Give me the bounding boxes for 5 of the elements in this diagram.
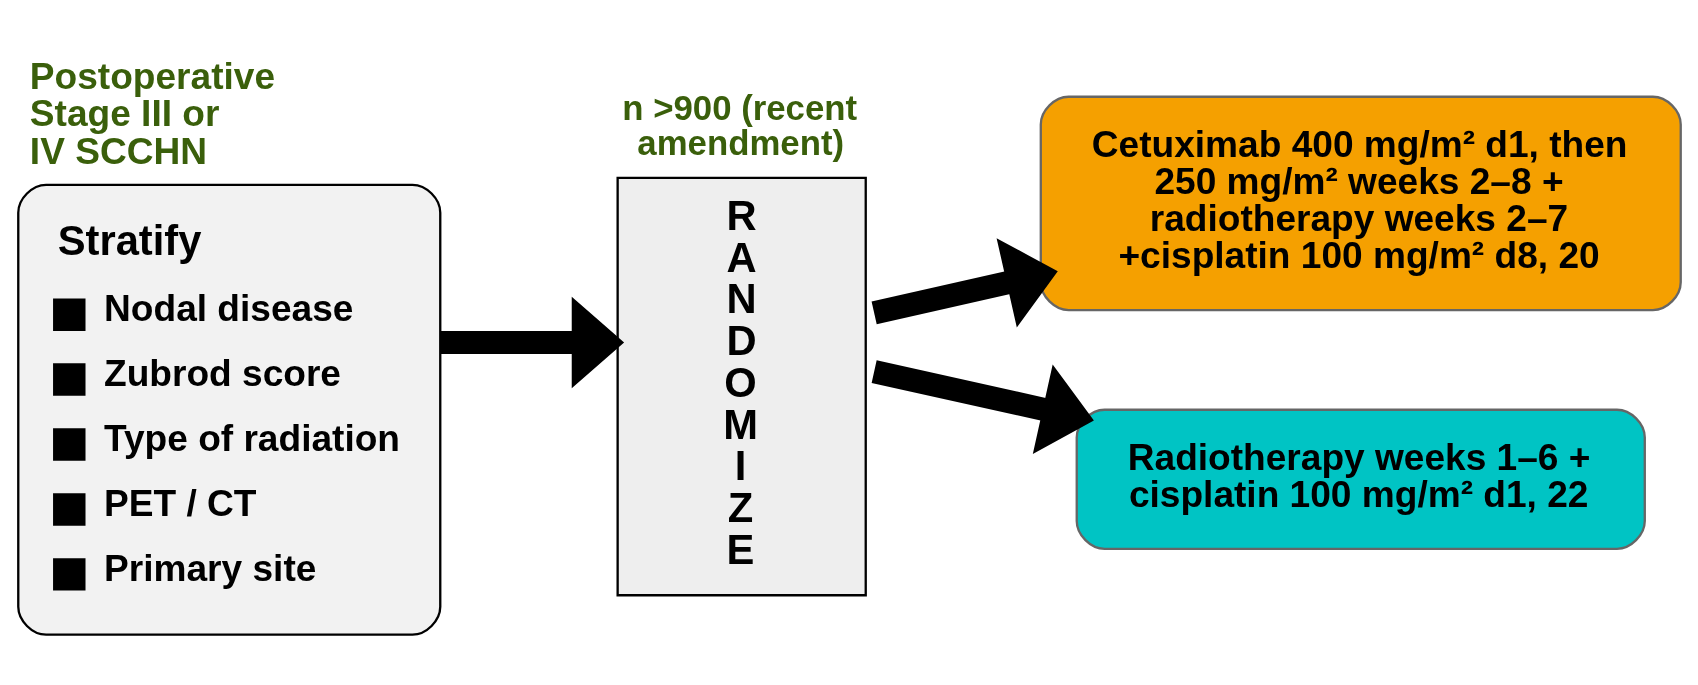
node-box: Radiotherapy weeks 1–6 + cisplatin 100 mg/m² d1, 22 xyxy=(1075,408,1646,550)
node-box: Cetuximab 400 mg/m² d1, then 250 mg/m² weeks 2–8 + radiotherapy weeks 2–7 +cisplatin 100 mg/m² d8, 20 xyxy=(1039,95,1682,312)
node-label: n >900 (recent amendment) xyxy=(621,88,857,162)
node-label: Postoperative Stage III or IV SCCHN xyxy=(29,55,275,172)
arrow xyxy=(440,296,624,389)
